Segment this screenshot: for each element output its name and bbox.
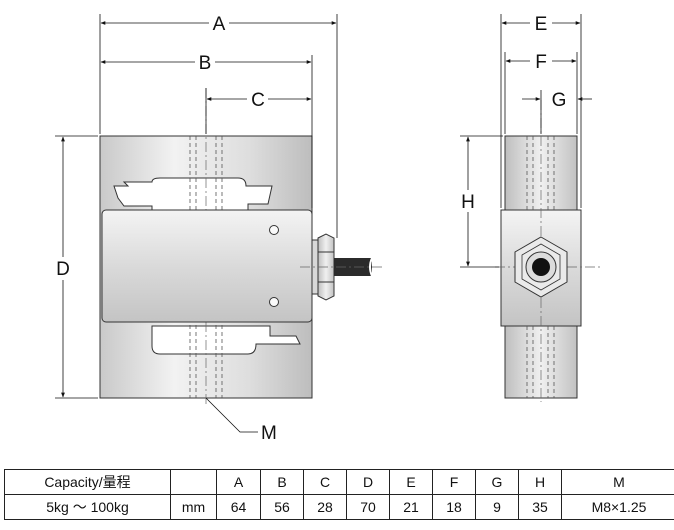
cell-g: 9 — [475, 494, 519, 520]
front-plate — [101, 209, 313, 323]
header-a: A — [216, 469, 261, 495]
dimension-labels: A B C D E F G H M — [56, 14, 566, 444]
cell-m: M8×1.25 — [561, 494, 674, 520]
front-view — [99, 88, 385, 405]
header-e: E — [389, 469, 433, 495]
hex-nut — [514, 236, 568, 298]
header-c: C — [303, 469, 347, 495]
cell-b: 56 — [260, 494, 304, 520]
cell-c: 28 — [303, 494, 347, 520]
cell-d: 70 — [346, 494, 390, 520]
side-thread-hidden-lines — [526, 136, 555, 398]
dim-label-d: D — [56, 259, 70, 280]
dim-label-b: B — [199, 53, 212, 74]
screw-top — [269, 225, 279, 235]
header-capacity: Capacity/量程 — [4, 469, 171, 495]
upper-slot — [113, 177, 273, 213]
screw-bottom — [269, 297, 279, 307]
dim-label-e: E — [535, 14, 548, 35]
load-cell-technical-drawing: A B C D E F G H M — [55, 14, 600, 444]
cell-h: 35 — [518, 494, 562, 520]
cable-end — [532, 258, 550, 276]
cell-a: 64 — [216, 494, 261, 520]
table-header-row: Capacity/量程 A B C D E F G H M — [4, 469, 674, 495]
header-d: D — [346, 469, 390, 495]
thread-hidden-lines — [189, 136, 223, 398]
header-h: H — [518, 469, 562, 495]
header-f: F — [432, 469, 476, 495]
cell-f: 18 — [432, 494, 476, 520]
cell-unit: mm — [170, 494, 217, 520]
dim-label-c: C — [251, 90, 265, 111]
lower-slot — [151, 325, 301, 355]
cell-e: 21 — [389, 494, 433, 520]
header-g: G — [475, 469, 519, 495]
dimension-lines — [55, 14, 592, 433]
dim-label-m: M — [261, 423, 277, 444]
header-unit — [170, 469, 217, 495]
specification-table: Capacity/量程 A B C D E F G H M 5kg ～ 100k… — [4, 469, 674, 520]
side-view — [495, 100, 600, 402]
dim-label-g: G — [552, 90, 567, 111]
cable — [334, 257, 373, 277]
cell-capacity: 5kg ～ 100kg — [4, 494, 171, 520]
dim-label-f: F — [535, 52, 547, 73]
dim-label-h: H — [461, 192, 475, 213]
dim-label-a: A — [213, 14, 226, 35]
table-row: 5kg ～ 100kg mm 64 56 28 70 21 18 9 35 M8… — [4, 494, 674, 520]
header-m: M — [561, 469, 674, 495]
header-b: B — [260, 469, 304, 495]
